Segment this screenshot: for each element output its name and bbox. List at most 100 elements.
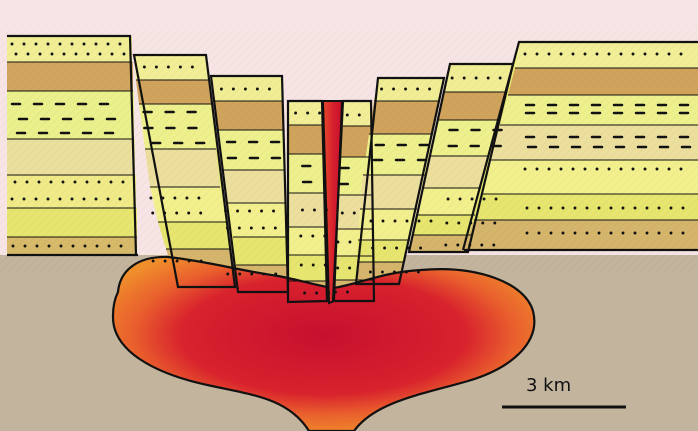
sand-dot-mark (620, 53, 623, 56)
sand-dot-mark (86, 181, 89, 184)
sand-dot-mark (658, 207, 661, 210)
sand-dot-mark (380, 88, 383, 91)
sand-dot-mark (348, 267, 351, 270)
sand-dot-mark (36, 245, 39, 248)
sand-dot-mark (95, 198, 98, 201)
sand-dot-mark (562, 207, 565, 210)
sand-dot-mark (622, 207, 625, 210)
sand-dot-mark (353, 212, 356, 215)
sand-dot-mark (656, 168, 659, 171)
sand-dot-mark (262, 227, 265, 230)
sand-dot-mark (445, 222, 448, 225)
sand-dot-mark (480, 244, 483, 247)
sand-dot-mark (59, 43, 62, 46)
sand-dot-mark (185, 197, 188, 200)
sand-dot-mark (236, 210, 239, 213)
sand-dot-mark (111, 53, 114, 56)
sand-dot-mark (334, 291, 337, 294)
sand-dot-mark (369, 271, 372, 274)
sand-dot-mark (110, 181, 113, 184)
sand-dot-mark (87, 53, 90, 56)
sand-dot-mark (680, 53, 683, 56)
sand-dot-mark (238, 273, 241, 276)
sand-dot-mark (71, 43, 74, 46)
sand-dot-mark (596, 168, 599, 171)
sand-dot-mark (71, 198, 74, 201)
sand-dot-mark (11, 198, 14, 201)
sand-dot-mark (74, 181, 77, 184)
sand-dot-mark (122, 181, 125, 184)
sand-dot-mark (536, 53, 539, 56)
sand-dot-mark (456, 244, 459, 247)
sand-dot-mark (598, 207, 601, 210)
sand-dot-mark (220, 88, 223, 91)
sand-dot-mark (173, 197, 176, 200)
sand-dot-mark (312, 264, 315, 267)
sand-dot-mark (610, 232, 613, 235)
sand-dot-mark (680, 168, 683, 171)
sand-dot-mark (325, 209, 328, 212)
sand-dot-mark (407, 247, 410, 250)
sand-dot-mark (526, 232, 529, 235)
sand-dot-mark (119, 198, 122, 201)
sand-dot-mark (306, 112, 309, 115)
sand-dot-mark (417, 271, 420, 274)
sand-dot-mark (176, 260, 179, 263)
sand-dot-mark (143, 66, 146, 69)
sand-dot-mark (107, 43, 110, 46)
sand-dot-mark (248, 210, 251, 213)
sand-dot-mark (107, 198, 110, 201)
sand-dot-mark (548, 168, 551, 171)
sand-dot-mark (447, 198, 450, 201)
sand-dot-mark (39, 53, 42, 56)
sand-dot-mark (187, 212, 190, 215)
sand-dot-mark (404, 88, 407, 91)
sand-dot-mark (393, 271, 396, 274)
sand-dot-mark (59, 198, 62, 201)
sand-dot-mark (286, 273, 289, 276)
sand-dot-mark (499, 77, 502, 80)
sand-dot-mark (586, 207, 589, 210)
sand-dot-mark (481, 222, 484, 225)
sand-dot-mark (451, 77, 454, 80)
sand-dot-mark (96, 245, 99, 248)
sand-dot-mark (120, 245, 123, 248)
sand-dot-mark (300, 264, 303, 267)
sand-dot-mark (60, 245, 63, 248)
sand-dot-mark (11, 43, 14, 46)
sand-dot-mark (164, 260, 167, 263)
pencil-texture-overlay (0, 30, 698, 270)
sand-dot-mark (199, 212, 202, 215)
sand-dot-mark (250, 227, 253, 230)
sand-dot-mark (226, 273, 229, 276)
sand-dot-mark (371, 247, 374, 250)
sand-dot-mark (75, 53, 78, 56)
sand-dot-mark (620, 168, 623, 171)
sand-dot-mark (262, 273, 265, 276)
sand-dot-mark (632, 168, 635, 171)
sand-dot-mark (381, 271, 384, 274)
sand-dot-mark (336, 267, 339, 270)
sand-dot-mark (392, 88, 395, 91)
sand-dot-mark (294, 112, 297, 115)
sand-dot-mark (646, 207, 649, 210)
sand-dot-mark (463, 77, 466, 80)
sand-dot-mark (584, 168, 587, 171)
sand-dot-mark (24, 245, 27, 248)
sand-dot-mark (382, 220, 385, 223)
sand-dot-mark (632, 53, 635, 56)
sand-dot-mark (459, 198, 462, 201)
sand-dot-mark (550, 207, 553, 210)
sand-dot-mark (492, 244, 495, 247)
sand-dot-mark (224, 210, 227, 213)
sand-dot-mark (622, 232, 625, 235)
sand-dot-mark (274, 227, 277, 230)
sand-dot-mark (469, 222, 472, 225)
sand-dot-mark (572, 168, 575, 171)
sand-dot-mark (149, 197, 152, 200)
sand-dot-mark (51, 53, 54, 56)
sand-dot-mark (108, 245, 111, 248)
sand-dot-mark (586, 232, 589, 235)
sand-dot-mark (26, 181, 29, 184)
